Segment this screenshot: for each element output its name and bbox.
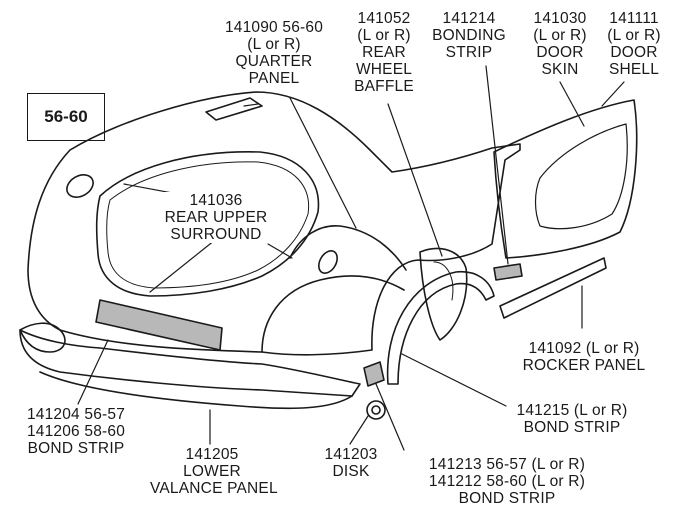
door-skin [534, 123, 628, 230]
trunk-lid-outline [95, 151, 320, 297]
label-bond-strip-141215: 141215 (L or R) BOND STRIP [516, 402, 628, 436]
leader-lines [77, 65, 625, 451]
label-bonding-strip: 141214 BONDING STRIP [432, 10, 506, 61]
trunk-lid-inner [106, 161, 310, 289]
rear-wheel-baffle [419, 247, 468, 341]
bottom-bond-strip [363, 361, 385, 387]
lower-valance-panel [19, 329, 361, 397]
left-bond-strip [95, 299, 223, 351]
label-rear-upper-surround: 141036 REAR UPPER SURROUND [152, 192, 280, 243]
quarter-trim-piece [205, 97, 263, 121]
label-quarter-panel: 141090 56-60 (L or R) QUARTER PANEL [224, 19, 324, 87]
door-bonding-strip [493, 263, 523, 281]
label-lower-valance: 141205 LOWER VALANCE PANEL [150, 446, 278, 497]
label-door-skin: 141030 (L or R) DOOR SKIN [533, 10, 587, 78]
disk-part [366, 400, 386, 420]
label-rear-wheel-baffle: 141052 (L or R) REAR WHEEL BAFFLE [354, 10, 414, 95]
valance-lower-edge [39, 371, 353, 410]
left-taillight [66, 174, 94, 198]
door-shell [493, 99, 638, 259]
rear-body-outline [27, 91, 521, 356]
quarter-panel-lower [261, 275, 405, 353]
label-left-bond-strip: 141204 56-57 141206 58-60 BOND STRIP [26, 406, 126, 457]
label-rocker-panel: 141092 (L or R) ROCKER PANEL [522, 340, 646, 374]
year-badge: 56-60 [27, 93, 105, 141]
label-door-shell: 141111 (L or R) DOOR SHELL [607, 10, 661, 78]
label-disk: 141203 DISK [324, 446, 378, 480]
rocker-panel [499, 257, 607, 319]
wheel-arch-bond-strip [386, 271, 495, 385]
right-taillight [318, 250, 338, 274]
label-bottom-bond-strip: 141213 56-57 (L or R) 141212 58-60 (L or… [428, 456, 586, 507]
quarter-panel-crease [289, 225, 407, 271]
